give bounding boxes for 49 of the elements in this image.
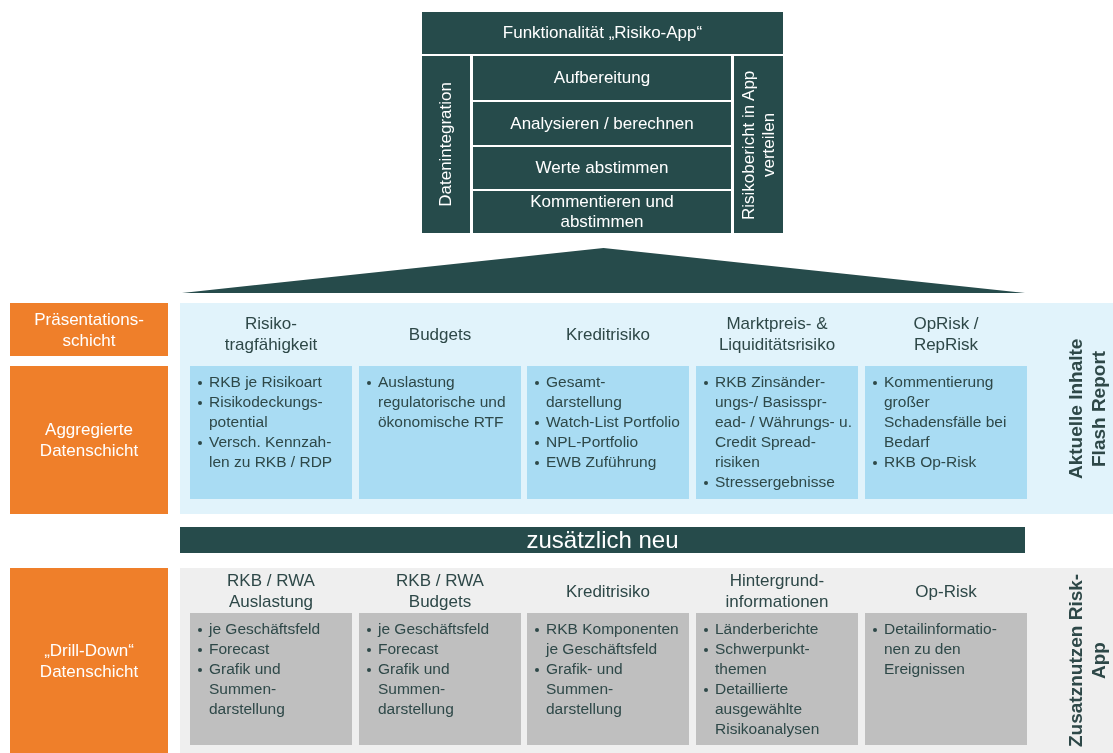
- bullet-text: Watch-List Portfolio: [546, 412, 681, 432]
- bullet-text: Grafik und Summen- darstellung: [209, 659, 286, 719]
- vertical-box: Datenintegration: [422, 56, 470, 233]
- vertical-label: Aktuelle Inhalte Flash Report: [1063, 337, 1110, 481]
- bullet-text: Schwerpunkt- themen: [715, 639, 811, 679]
- vertical-box: Risikobericht in App verteilen: [734, 56, 783, 233]
- step-box: Kommentieren und abstimmen: [473, 191, 731, 233]
- bullet-text: Gesamt- darstellung: [546, 372, 623, 412]
- bullet-text: je Geschäftsfeld: [209, 619, 322, 639]
- column-heading: Marktpreis- & Liquiditätsrisiko: [717, 313, 837, 355]
- column-heading: Op-Risk: [914, 580, 978, 603]
- content-band: [180, 303, 1113, 514]
- bullet-text: RKB Zinsänder- ungs-/ Basisspr- ead- / Währungs- u. Credit Spread- risiken: [715, 372, 853, 472]
- bullet-text: EWB Zuführung: [546, 452, 658, 472]
- title-bar: Funktionalität „Risiko-App“: [422, 12, 783, 54]
- column-heading: Risiko- tragfähigkeit: [223, 313, 319, 355]
- layer-label-box: Aggregierte Datenschicht: [10, 366, 168, 514]
- column-heading: OpRisk / RepRisk: [912, 313, 980, 355]
- bullet-text: Länderberichte: [715, 619, 820, 639]
- column-heading: Kreditrisiko: [564, 580, 652, 603]
- bullet-text: Auslastung regulatorische und ökonomische RTF: [378, 372, 507, 432]
- bullet-text: Risikodeckungs- potential: [209, 392, 324, 432]
- step-box: Analysieren / berechnen: [473, 102, 731, 145]
- bullet-text: Forecast: [209, 639, 271, 659]
- bullet-text: NPL-Portfolio: [546, 432, 640, 452]
- column-heading: RKB / RWA Budgets: [395, 572, 485, 610]
- banner-bar: zusätzlich neu: [180, 527, 1025, 553]
- bullet-text: Kommentierung großer Schadensfälle bei Bedarf: [884, 372, 1008, 452]
- column-heading: Hintergrund- informationen: [724, 572, 830, 610]
- bullet-text: je Geschäftsfeld: [378, 619, 491, 639]
- bullet-text: Forecast: [378, 639, 440, 659]
- step-box: Werte abstimmen: [473, 147, 731, 189]
- column-heading: Kreditrisiko: [564, 323, 652, 346]
- step-box: Aufbereitung: [473, 56, 731, 100]
- bullet-text: RKB je Risikoart: [209, 372, 323, 392]
- bullet-text: Detailinformatio- nen zu den Ereignissen: [884, 619, 998, 679]
- layer-label-box: Präsentations- schicht: [10, 303, 168, 356]
- bullet-text: Detaillierte ausgewählte Risikoanalysen: [715, 679, 821, 739]
- bullet-text: Stressergebnisse: [715, 472, 836, 492]
- column-heading: Budgets: [407, 323, 473, 346]
- column-heading: RKB / RWA Auslastung: [226, 572, 316, 610]
- layer-label-box: „Drill-Down“ Datenschicht: [10, 568, 168, 753]
- vertical-label: Zusatznutzen Risk-App: [1063, 572, 1110, 750]
- bullet-text: Grafik- und Summen- darstellung: [546, 659, 624, 719]
- bullet-text: Versch. Kennzah- len zu RKB / RDP: [209, 432, 334, 472]
- content-band: [180, 568, 1113, 753]
- bullet-text: RKB Komponenten je Geschäftsfeld: [546, 619, 680, 659]
- bullet-text: RKB Op-Risk: [884, 452, 978, 472]
- bullet-text: Grafik und Summen- darstellung: [378, 659, 455, 719]
